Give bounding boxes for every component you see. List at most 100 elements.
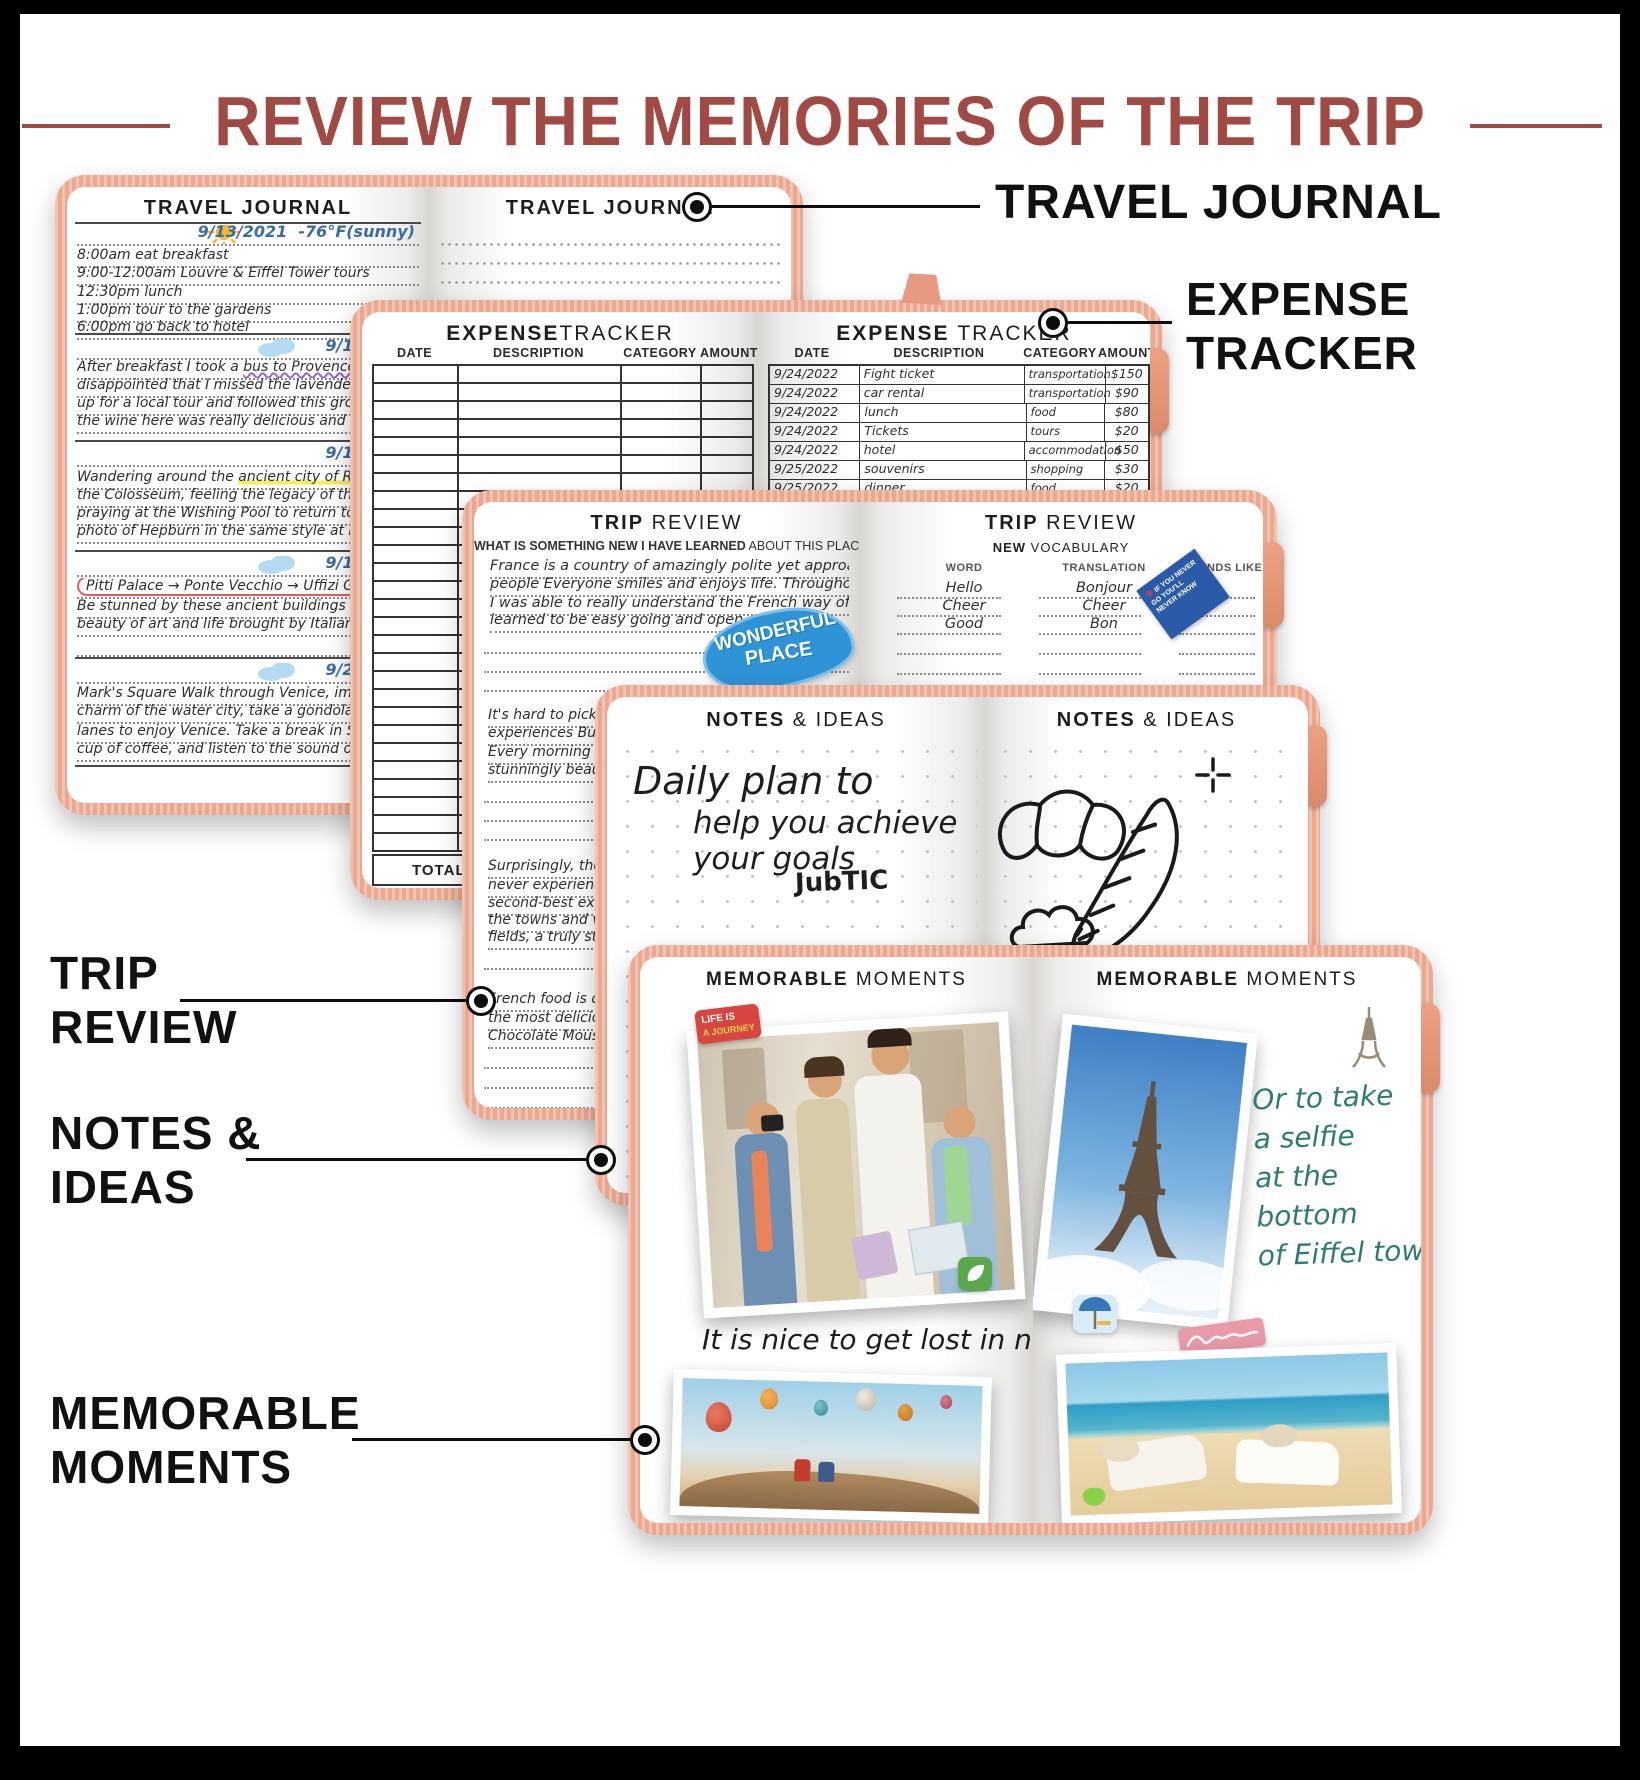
frame-top — [0, 0, 1640, 14]
notes-header-left: NOTES — [706, 709, 786, 731]
callout-dot-memorable-moments — [630, 1425, 660, 1455]
journal-line: cup of coffee, and listen to the sound o… — [77, 741, 419, 762]
callout-line-memorable-moments — [352, 1438, 630, 1441]
eiffel-doodle-icon — [1352, 1007, 1386, 1068]
notes-handwriting-line1: Daily plan to — [633, 759, 874, 803]
column-description: DESCRIPTION — [893, 346, 985, 360]
eiffel-tower-shape — [1093, 1081, 1177, 1259]
journal-line: charm of the water city, take a gondola … — [77, 703, 419, 724]
callout-line-expense-tracker — [1068, 321, 1172, 324]
callout-dot-travel-journal — [682, 192, 712, 222]
umbrella-icon — [1079, 1297, 1111, 1329]
trip-review-header-right: TRIP — [984, 512, 1039, 534]
callout-dot-trip-review — [466, 986, 496, 1016]
highlighted-text: ancient city of Rome — [238, 469, 384, 485]
callout-label-memorable-moments: MEMORABLE MOMENTS — [50, 1387, 361, 1493]
moments-left-page: MEMORABLE MOMENTS — [640, 957, 1033, 1523]
journal-line: 8:00am eat breakfast — [77, 247, 419, 268]
script-squiggle — [1186, 1330, 1258, 1348]
journal-line: the Colosseum, feeling the legacy of the… — [77, 487, 419, 508]
camera-icon — [760, 1114, 784, 1132]
column-date: DATE — [396, 346, 433, 360]
callout-dot-notes-ideas — [586, 1145, 616, 1175]
croissant-doodle-icon — [998, 789, 1126, 861]
moments-header-right: MEMORABLE — [1096, 969, 1240, 990]
journal-line: photo of Hepburn in the same style at Pi… — [77, 523, 419, 544]
title-rule-left — [22, 124, 170, 128]
callout-label-expense-tracker: EXPENSE TRACKER — [1186, 273, 1418, 379]
coconut-drink — [1082, 1487, 1106, 1507]
person-lying — [1235, 1439, 1341, 1486]
review-question: WHAT IS SOMETHING NEW I HAVE LEARNED — [474, 539, 746, 553]
hot-air-balloons-photo — [670, 1368, 992, 1523]
vocab-word: Cheer — [942, 598, 986, 614]
sun-icon — [208, 225, 240, 244]
travel-journal-header-right: TRAVEL JOURNAL — [505, 197, 715, 219]
review-answer-line: France is a country of amazingly polite … — [490, 558, 849, 579]
journal-line: Mark's Square Walk through Venice, immer… — [77, 685, 419, 706]
review-answer-line: people Everyone smiles and enjoys life. … — [490, 576, 849, 597]
column-amount: AMOUNT — [700, 346, 758, 360]
ruled-line — [897, 614, 1001, 635]
guidebook — [850, 1230, 899, 1281]
journal-date: 9/13/2021 — [197, 225, 288, 241]
review-answer-line: I was able to really understand the Fren… — [490, 595, 849, 616]
caption-left: It is nice to get lost in nice — [702, 1323, 1033, 1356]
bookmark-ribbon — [897, 273, 947, 305]
new-vocabulary-header: NEW — [992, 540, 1027, 555]
trip-review-header-left: TRIP — [590, 512, 645, 534]
column-category: CATEGORY — [623, 346, 697, 360]
frame-right — [1620, 0, 1640, 1780]
moments-right-page: MEMORABLE MOMENTS — [1033, 957, 1421, 1523]
journal-line: up for a local tour and followed this gr… — [77, 395, 419, 416]
callout-label-travel-journal: TRAVEL JOURNAL — [995, 176, 1442, 229]
notes-handwriting-line2: help you achieve your goals — [693, 805, 958, 877]
frame-bottom — [0, 1746, 1640, 1780]
cloud-icon — [258, 663, 295, 681]
travel-journal-header-left: TRAVEL JOURNAL — [143, 197, 353, 219]
sitting-person — [818, 1461, 835, 1482]
vocab-translation: Cheer — [1082, 598, 1126, 614]
leaf-icon — [967, 1264, 984, 1282]
journal-line: Be stunned by these ancient buildings an… — [77, 598, 419, 619]
green-sticker — [958, 1257, 992, 1291]
journal-line: 12:30pm lunch — [77, 284, 419, 305]
beach-couple-photo — [1056, 1343, 1402, 1523]
brand-signature: JubTIC — [794, 865, 889, 899]
ruled-line — [484, 633, 849, 654]
ruled-line — [897, 578, 1001, 599]
journal-line: 1:00pm tour to the gardens — [77, 302, 419, 323]
ruled-line — [1179, 614, 1255, 635]
caption-right: Or to take a selfie at the bottom of Eif… — [1251, 1078, 1421, 1273]
review-answer-line: learned to be easy going and open. — [490, 612, 849, 633]
callout-line-travel-journal — [712, 205, 980, 208]
journal-temp: -76°F(sunny) — [298, 225, 415, 241]
column-description: DESCRIPTION — [493, 346, 584, 360]
title-rule-right — [1470, 124, 1602, 128]
journal-line: the wine here was really delicious and I… — [77, 413, 419, 434]
journal-line: After breakfast I took a — [77, 359, 244, 375]
ruled-line — [1039, 654, 1141, 675]
journal-line: 6:00pm go back to hotel — [77, 319, 419, 340]
ruled-line — [1039, 596, 1141, 617]
expense-header-left: EXPENSE — [446, 322, 560, 345]
callout-line-trip-review — [180, 999, 466, 1002]
expense-header-right: EXPENSE — [836, 322, 950, 345]
sitting-person — [794, 1458, 811, 1482]
vocab-word: Hello — [945, 580, 983, 596]
callout-label-notes-ideas: NOTES & IDEAS — [50, 1107, 262, 1213]
ruled-line — [1039, 634, 1141, 655]
column-amount: AMOUNT — [1098, 346, 1150, 360]
cloud-icon — [258, 339, 295, 357]
vocab-translation: Bon — [1089, 616, 1118, 632]
ruled-line — [1039, 578, 1141, 599]
journal-line: disappointed that I missed the lavender … — [77, 377, 419, 398]
pen-loop — [1260, 542, 1284, 628]
vocab-translation: Bonjour — [1075, 580, 1133, 596]
red-circled-route: Pitti Palace → Ponte Vecchio → Uffizi Ga… — [77, 578, 376, 596]
memorable-moments-notebook: MEMORABLE MOMENTS — [628, 945, 1440, 1535]
